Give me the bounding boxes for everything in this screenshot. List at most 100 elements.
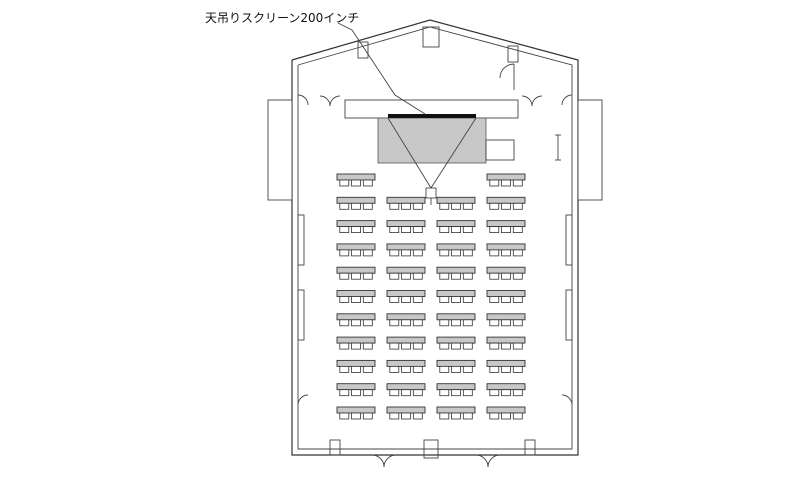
chair <box>501 412 511 420</box>
chair <box>451 202 461 210</box>
chair <box>389 365 400 373</box>
chair <box>439 249 450 257</box>
chair <box>501 296 511 303</box>
desk-top <box>436 406 476 414</box>
chair <box>489 272 500 280</box>
entrance-doors-bottom[interactable] <box>371 454 501 468</box>
chair <box>389 296 400 303</box>
bottom-posts <box>329 439 536 459</box>
chair <box>439 319 450 327</box>
desk-top <box>386 266 426 274</box>
chair <box>339 226 350 234</box>
chair <box>489 202 500 210</box>
chair <box>512 202 523 210</box>
chair <box>351 296 361 303</box>
right-doors[interactable] <box>561 94 573 406</box>
desk-top <box>436 243 476 251</box>
chair <box>401 226 411 234</box>
chair <box>389 319 400 327</box>
entrance-door-top[interactable] <box>499 63 515 90</box>
chair <box>501 179 511 187</box>
desk-left-row-9 <box>336 359 376 373</box>
chair <box>512 179 523 187</box>
chair <box>462 272 473 280</box>
chair <box>412 249 423 257</box>
chair <box>401 272 411 280</box>
desk-top <box>336 243 376 251</box>
left-doors[interactable] <box>297 94 309 406</box>
chair <box>351 342 361 350</box>
chair <box>351 319 361 327</box>
chair <box>401 365 411 373</box>
chair <box>412 342 423 350</box>
chair <box>389 226 400 234</box>
chair <box>512 296 523 303</box>
desk-top <box>436 336 476 344</box>
chair <box>412 202 423 210</box>
chair <box>362 412 373 420</box>
chair <box>501 226 511 234</box>
desk-center-right-row-9 <box>436 359 476 373</box>
chair <box>451 226 461 234</box>
desk-right-row-7 <box>486 313 526 327</box>
chair <box>339 342 350 350</box>
chair <box>362 202 373 210</box>
chair <box>351 179 361 187</box>
chair <box>389 249 400 257</box>
chair <box>489 249 500 257</box>
chair <box>339 412 350 420</box>
desk-left-row-3 <box>336 220 376 234</box>
desk-top <box>386 359 426 367</box>
desk-center-right-row-4 <box>436 243 476 257</box>
chair <box>439 202 450 210</box>
desk-center-right-row-3 <box>436 220 476 234</box>
chair <box>439 296 450 303</box>
desk-right-row-9 <box>486 359 526 373</box>
desk-right-row-1 <box>486 173 526 187</box>
chair <box>512 412 523 420</box>
label-leader-line <box>337 22 426 115</box>
left-window <box>267 99 293 201</box>
desk-top <box>486 406 526 414</box>
chair <box>401 319 411 327</box>
desk-center-right-row-11 <box>436 406 476 420</box>
desk-center-left-row-9 <box>386 359 426 373</box>
chair <box>401 249 411 257</box>
chair <box>462 342 473 350</box>
chair <box>501 389 511 397</box>
chair <box>401 412 411 420</box>
right-window <box>577 99 603 201</box>
chair <box>401 389 411 397</box>
chair <box>462 249 473 257</box>
chair <box>389 272 400 280</box>
chair <box>412 272 423 280</box>
chair <box>439 389 450 397</box>
chair <box>389 202 400 210</box>
desk-top <box>386 243 426 251</box>
chair <box>512 319 523 327</box>
chair <box>362 226 373 234</box>
desk-center-left-row-8 <box>386 336 426 350</box>
desk-right-row-4 <box>486 243 526 257</box>
chair <box>451 389 461 397</box>
chair <box>462 319 473 327</box>
chair <box>362 296 373 303</box>
chair <box>339 272 350 280</box>
chair <box>451 319 461 327</box>
chair <box>451 296 461 303</box>
outer-wall <box>291 19 579 456</box>
desk-top <box>486 290 526 297</box>
chair <box>439 342 450 350</box>
chair <box>439 365 450 373</box>
chair <box>339 389 350 397</box>
chair <box>489 342 500 350</box>
chair <box>462 202 473 210</box>
desk-center-right-row-7 <box>436 313 476 327</box>
desk-right-row-3 <box>486 220 526 234</box>
chair <box>439 412 450 420</box>
desk-center-left-row-10 <box>386 383 426 397</box>
desk-center-left-row-4 <box>386 243 426 257</box>
desk-left-row-6 <box>336 290 376 303</box>
desk-right-row-8 <box>486 336 526 350</box>
